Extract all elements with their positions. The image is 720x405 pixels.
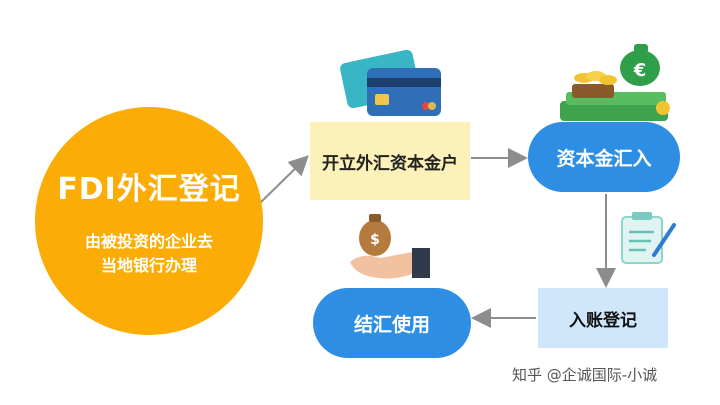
- settlement-use-label: 结汇使用: [353, 313, 430, 336]
- fdi-subtitle-line1: 由被投资的企业去: [84, 232, 213, 251]
- fdi-title: FDI外汇登记: [57, 172, 241, 207]
- open-account-node: 开立外汇资本金户: [310, 122, 470, 200]
- fdi-subtitle: 由被投资的企业去 当地银行办理: [85, 230, 213, 278]
- money-pile-icon: €: [560, 44, 670, 121]
- book-registration-node: 入账登记: [538, 288, 668, 348]
- hand-money-bag-icon: $: [350, 214, 430, 279]
- open-account-label: 开立外汇资本金户: [322, 153, 458, 174]
- svg-text:$: $: [370, 232, 380, 248]
- fdi-subtitle-line2: 当地银行办理: [100, 256, 197, 275]
- credit-cards-icon: [340, 49, 441, 116]
- book-registration-label: 入账登记: [569, 310, 637, 331]
- capital-inflow-label: 资本金汇入: [556, 147, 652, 170]
- watermark: 知乎 @企诚国际-小诚: [512, 366, 658, 384]
- settlement-use-node: 结汇使用: [313, 288, 471, 358]
- svg-text:€: €: [633, 60, 647, 81]
- clipboard-icon: [621, 212, 676, 264]
- capital-inflow-node: 资本金汇入: [528, 122, 680, 192]
- arrow-fdi-to-open: [257, 155, 309, 206]
- fdi-registration-node: FDI外汇登记 由被投资的企业去 当地银行办理: [35, 107, 263, 335]
